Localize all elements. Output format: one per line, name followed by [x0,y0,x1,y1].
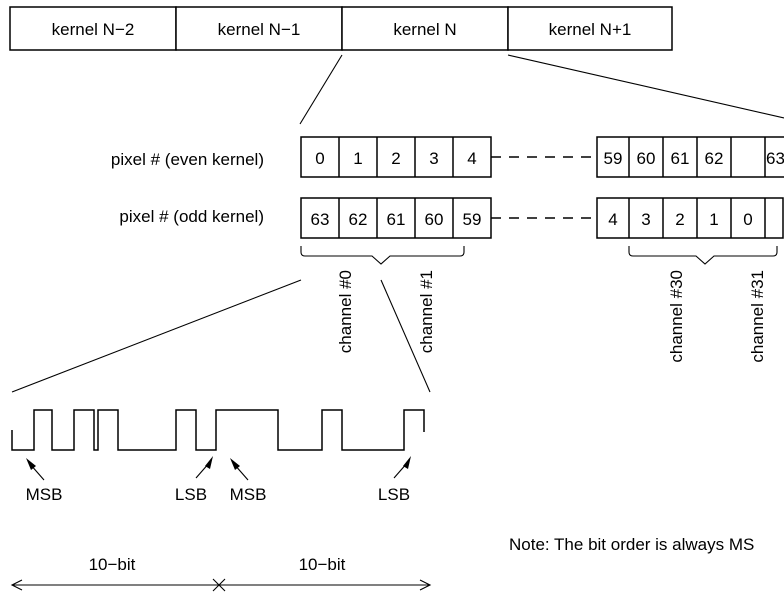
pixel-cell: 59 [604,149,623,168]
arrow-head [230,458,240,470]
bit-span-label: 10−bit [299,555,346,574]
pixel-cell: 0 [315,149,324,168]
arrow-head [26,458,36,470]
channel-label: channel #31 [748,270,767,363]
arrow-head [419,579,432,591]
msb-label: MSB [26,485,63,504]
kernel-label: kernel N−2 [52,20,135,39]
channel-label: channel #30 [667,270,686,363]
pixel-cell: 61 [671,149,690,168]
odd-pixel-row: 63 62 61 60 59 4 3 2 1 0 [300,197,784,239]
pixel-cell: 59 [463,210,482,229]
pixel-cell: 4 [608,210,617,229]
pixel-group-box [300,197,492,239]
tick-mark [212,578,226,592]
pixel-cell: 0 [743,210,752,229]
channel-label: channel #0 [336,270,355,353]
pixel-cell: 60 [425,210,444,229]
arrow-head [205,456,213,469]
pixel-cell: 60 [637,149,656,168]
zoom-line [507,54,784,119]
msb-label: MSB [230,485,267,504]
pixel-cell: 3 [641,210,650,229]
arrow-head [10,579,23,591]
kernel-box [175,6,343,51]
pixel-cell: 61 [387,210,406,229]
pixel-cell: 1 [709,210,718,229]
kernel-label: kernel N+1 [549,20,632,39]
lsb-label: LSB [378,485,410,504]
kernel-label: kernel N [393,20,456,39]
pixel-cell: 63 [766,149,784,168]
pixel-group-box [596,197,784,239]
pixel-cell: 1 [353,149,362,168]
bit-markers: MSB LSB MSB LSB [26,456,411,504]
odd-row-label: pixel # (odd kernel) [119,207,264,226]
pixel-group-box [300,136,492,178]
channel-brace [628,246,778,265]
kernel-box [507,6,673,51]
even-pixel-row: 0 1 2 3 4 59 60 61 62 63 [300,136,784,178]
note-text: Note: The bit order is always MS [509,535,754,554]
pixel-cell: 4 [467,149,476,168]
arrow-head [403,456,411,469]
bit-span-dimension: 10−bit 10−bit [10,555,432,592]
kernel-bar: kernel N−2 kernel N−1 kernel N kernel N+… [9,6,673,51]
even-row-label: pixel # (even kernel) [111,150,264,169]
zoom-line [11,279,302,393]
kernel-box [341,6,509,51]
zoom-line [299,54,343,125]
zoom-line [380,279,431,393]
pixel-cell: 63 [311,210,330,229]
kernel-label: kernel N−1 [218,20,301,39]
kernel-box [9,6,177,51]
pixel-cell: 2 [675,210,684,229]
bit-span-label: 10−bit [89,555,136,574]
channel-label: channel #1 [417,270,436,353]
pixel-cell: 2 [391,149,400,168]
lsb-label: LSB [175,485,207,504]
pixel-group-box [596,136,784,178]
channel-brace [300,246,465,265]
pixel-cell: 62 [705,149,724,168]
pixel-cell: 3 [429,149,438,168]
bit-waveform [11,409,425,451]
pixel-cell: 62 [349,210,368,229]
